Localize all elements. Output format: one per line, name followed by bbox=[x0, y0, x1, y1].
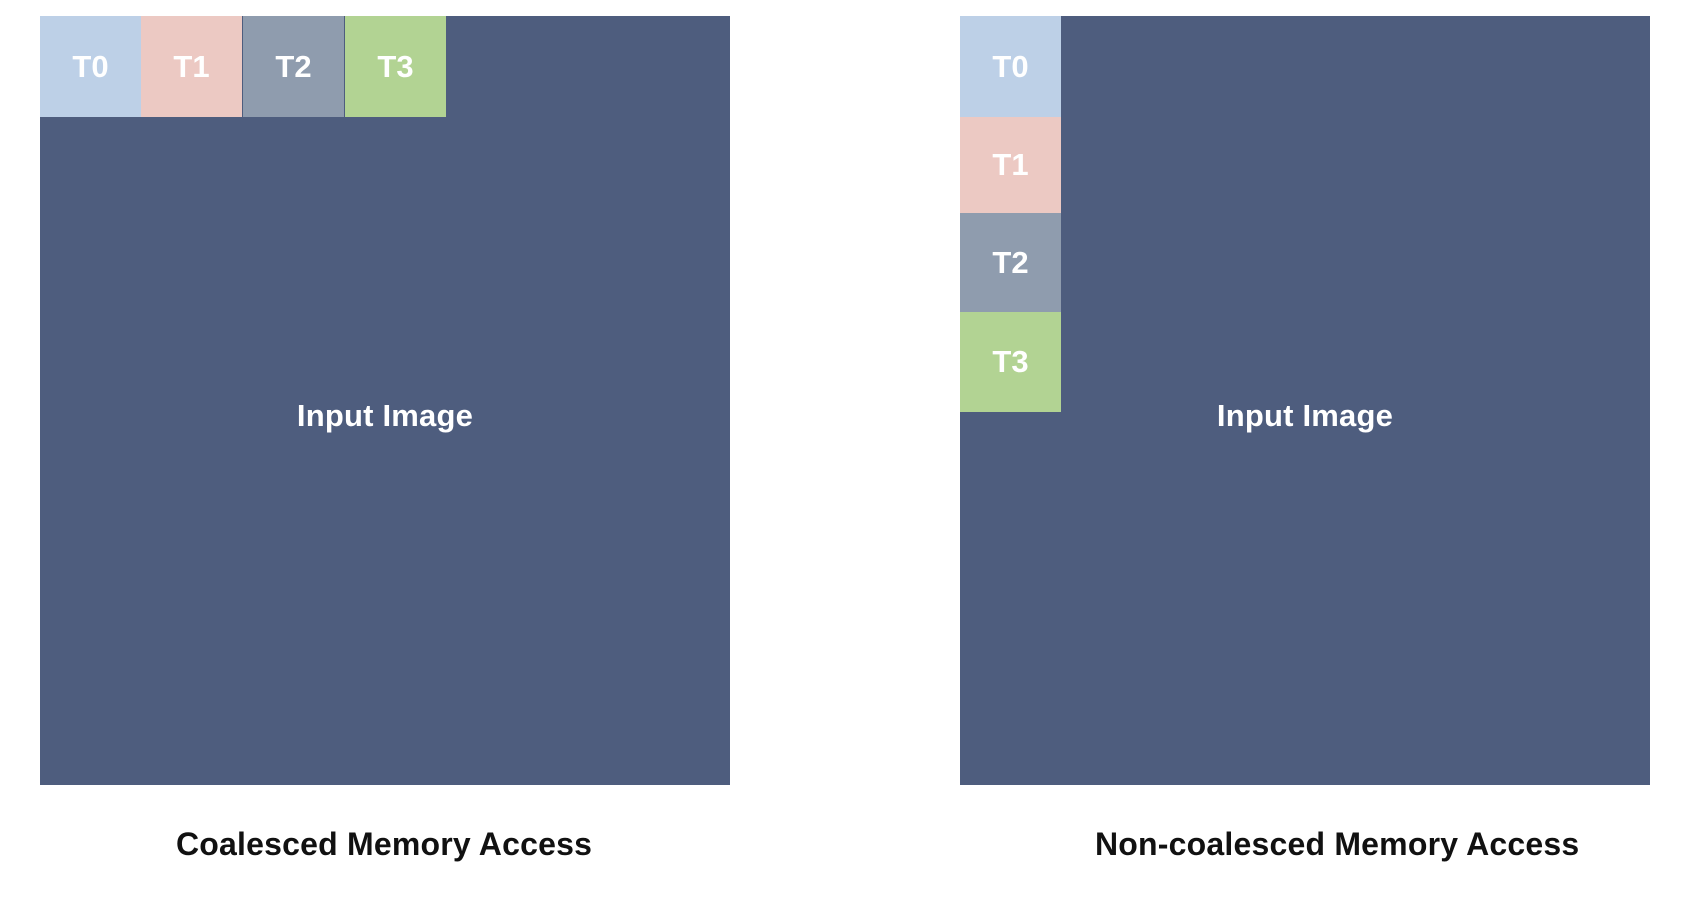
thread-t2-cell: T2 bbox=[243, 16, 344, 117]
non-coalesced-caption: Non-coalesced Memory Access bbox=[1095, 826, 1580, 862]
non-coalesced-panel: T0 T1 T2 T3 Input Image Non-coalesced Me… bbox=[920, 0, 1650, 924]
coalesced-panel: T0 T1 T2 T3 Input Image Coalesced Memory… bbox=[0, 0, 730, 924]
thread-t3-cell: T3 bbox=[960, 312, 1061, 412]
thread-t1-cell: T1 bbox=[141, 16, 242, 117]
coalesced-caption: Coalesced Memory Access bbox=[176, 826, 593, 862]
thread-t0-cell: T0 bbox=[40, 16, 141, 117]
thread-t1-cell: T1 bbox=[960, 117, 1061, 213]
input-image-label: Input Image bbox=[296, 398, 474, 433]
thread-t0-cell: T0 bbox=[960, 16, 1061, 117]
thread-t3-cell: T3 bbox=[345, 16, 446, 117]
input-image-label: Input Image bbox=[1216, 398, 1394, 433]
input-image-block: T0 T1 T2 T3 Input Image bbox=[960, 16, 1650, 785]
input-image-block: T0 T1 T2 T3 Input Image bbox=[40, 16, 730, 785]
thread-t2-cell: T2 bbox=[960, 213, 1061, 312]
